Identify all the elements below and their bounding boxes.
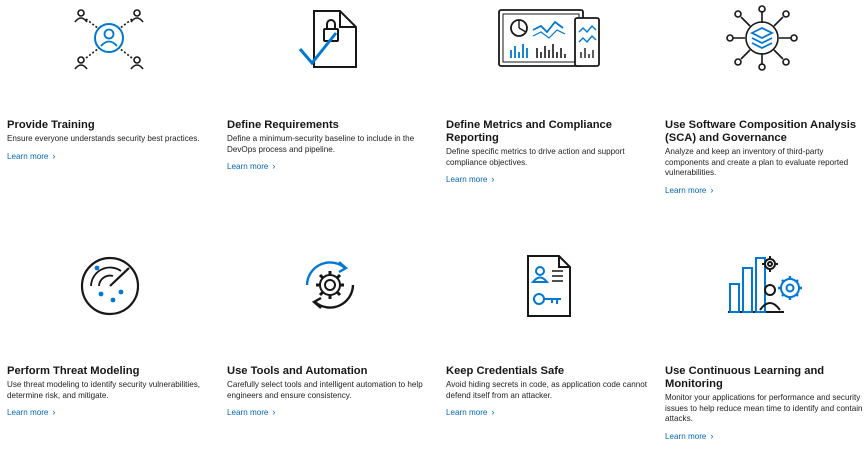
people-network-icon: [72, 5, 146, 71]
card-description: Use threat modeling to identify security…: [7, 380, 200, 400]
chevron-right-icon: ›: [272, 407, 276, 417]
learn-more-label: Learn more: [446, 175, 488, 184]
card-title: Use Continuous Learning and Monitoring: [665, 365, 825, 390]
card-threat-modeling: Perform Threat Modeling Use threat model…: [7, 365, 212, 420]
chevron-right-icon: ›: [710, 430, 714, 441]
learn-more-label: Learn more: [227, 408, 269, 417]
locked-document-check-icon: [296, 9, 362, 71]
card-sca-governance: Use Software Composition Analysis (SCA) …: [665, 119, 860, 198]
card-title: Define Metrics and Compliance Reporting: [446, 119, 612, 144]
credential-document-key-icon: [525, 254, 573, 318]
card-title: Perform Threat Modeling: [7, 365, 140, 377]
card-description: Avoid hiding secrets in code, as applica…: [446, 380, 647, 400]
card-provide-training: Provide Training Ensure everyone underst…: [7, 119, 212, 164]
chevron-right-icon: ›: [52, 150, 56, 161]
gear-cycle-icon: [299, 254, 361, 316]
learn-more-link[interactable]: Learn more›: [665, 431, 713, 442]
card-continuous-learning: Use Continuous Learning and Monitoring M…: [665, 365, 863, 444]
learn-more-label: Learn more: [665, 185, 707, 195]
chevron-right-icon: ›: [52, 407, 56, 417]
radar-icon: [77, 254, 143, 318]
learn-more-label: Learn more: [665, 431, 707, 441]
learn-more-label: Learn more: [7, 151, 49, 161]
learn-more-link[interactable]: Learn more›: [446, 174, 494, 185]
learn-more-label: Learn more: [227, 162, 269, 171]
card-define-metrics: Define Metrics and Compliance Reporting …: [446, 119, 646, 187]
chevron-right-icon: ›: [272, 161, 276, 171]
learn-more-link[interactable]: Learn more›: [446, 407, 494, 418]
learn-more-label: Learn more: [7, 408, 49, 417]
learn-more-link[interactable]: Learn more›: [227, 407, 275, 418]
card-description: Carefully select tools and intelligent a…: [227, 380, 423, 400]
card-title: Provide Training: [7, 119, 95, 131]
card-define-requirements: Define Requirements Define a minimum-sec…: [227, 119, 432, 174]
learn-more-link[interactable]: Learn more›: [7, 407, 55, 418]
card-description: Define a minimum-security baseline to in…: [227, 134, 415, 154]
card-title: Define Requirements: [227, 119, 339, 131]
card-title: Use Software Composition Analysis (SCA) …: [665, 119, 857, 144]
card-title: Keep Credentials Safe: [446, 365, 565, 377]
layers-network-icon: [725, 5, 799, 71]
learn-more-link[interactable]: Learn more›: [665, 185, 713, 196]
learn-more-label: Learn more: [446, 408, 488, 417]
chevron-right-icon: ›: [710, 184, 714, 195]
chevron-right-icon: ›: [491, 407, 495, 417]
card-description: Analyze and keep an inventory of third-p…: [665, 147, 849, 177]
card-tools-automation: Use Tools and Automation Carefully selec…: [227, 365, 432, 420]
card-description: Define specific metrics to drive action …: [446, 147, 625, 167]
card-description: Ensure everyone understands security bes…: [7, 134, 200, 143]
card-credentials-safe: Keep Credentials Safe Avoid hiding secre…: [446, 365, 651, 420]
chevron-right-icon: ›: [491, 174, 495, 184]
learning-chart-gears-icon: [726, 254, 810, 316]
learn-more-link[interactable]: Learn more›: [227, 161, 275, 172]
card-title: Use Tools and Automation: [227, 365, 368, 377]
dashboard-devices-icon: [497, 8, 603, 70]
learn-more-link[interactable]: Learn more›: [7, 151, 55, 162]
card-description: Monitor your applications for performanc…: [665, 393, 863, 423]
